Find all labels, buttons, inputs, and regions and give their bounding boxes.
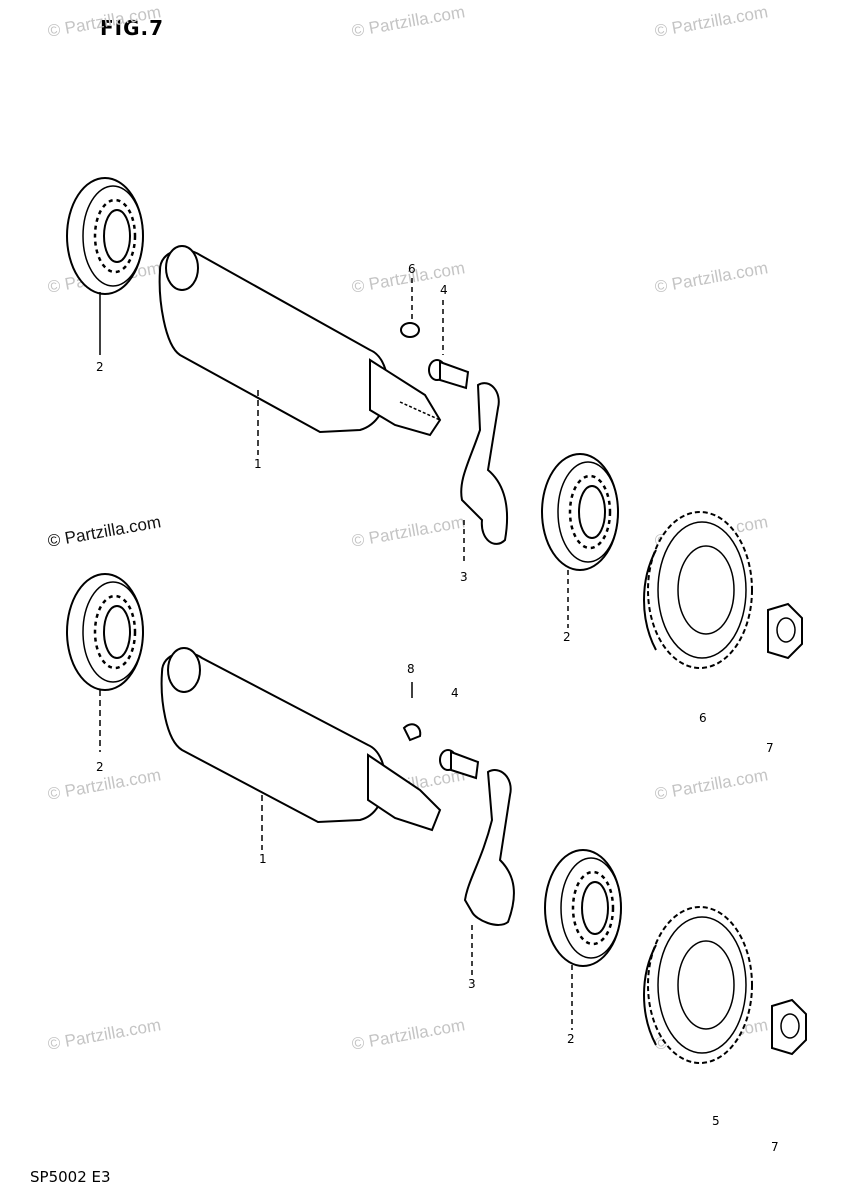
callout-2: 2 <box>563 630 571 644</box>
bracket-3-top <box>460 382 509 545</box>
bracket-3-bottom <box>463 769 515 926</box>
key-8-bottom <box>402 723 422 742</box>
top-assembly <box>65 176 803 669</box>
callout-5: 5 <box>712 1114 720 1128</box>
bearing-2-top-right <box>540 452 620 572</box>
callout-2: 2 <box>96 760 104 774</box>
bearing-2-bottom-left <box>65 572 145 692</box>
callout-8: 6 <box>408 262 416 276</box>
callout-7: 7 <box>771 1140 779 1154</box>
diagram-code: SP5002 E3 <box>30 1168 111 1186</box>
callout-1: 1 <box>259 852 267 866</box>
bolt-4-top <box>428 359 470 390</box>
key-8-top <box>400 322 420 338</box>
bolt-4-bottom <box>439 749 480 780</box>
callout-1: 1 <box>254 457 262 471</box>
starter-shaft-1-bottom <box>160 647 442 832</box>
nut-7-bottom <box>771 999 807 1055</box>
callout-2: 2 <box>567 1032 575 1046</box>
figure-title: FIG.7 <box>100 16 165 40</box>
callout-7: 7 <box>766 741 774 755</box>
callout-4: 4 <box>440 283 448 297</box>
bearing-2-top-left <box>65 176 145 296</box>
callout-3: 3 <box>460 570 468 584</box>
callout-6: 6 <box>699 711 707 725</box>
bearing-2-bottom-right <box>543 848 623 968</box>
callout-8: 8 <box>407 662 415 676</box>
bottom-assembly <box>65 572 807 1064</box>
callout-2: 2 <box>96 360 104 374</box>
callout-3: 3 <box>468 977 476 991</box>
sprocket-6-top <box>643 511 753 669</box>
callout-4: 4 <box>451 686 459 700</box>
nut-7-top <box>767 603 803 659</box>
starter-shaft-1-top <box>158 245 442 437</box>
sprocket-bottom <box>643 906 753 1064</box>
